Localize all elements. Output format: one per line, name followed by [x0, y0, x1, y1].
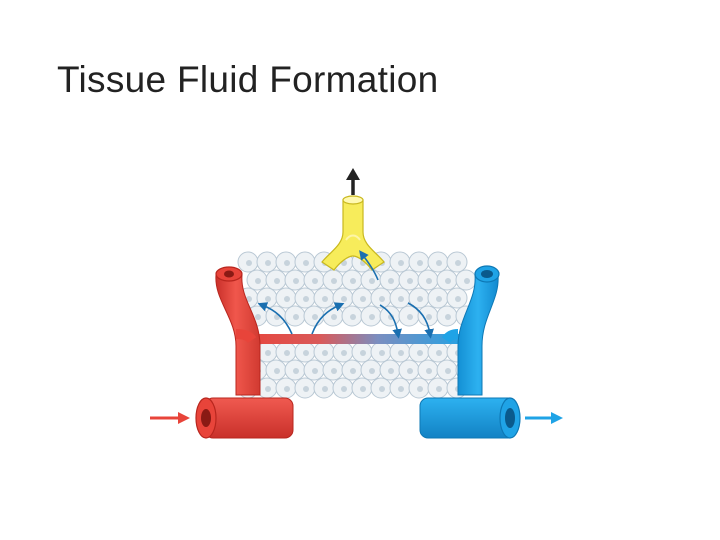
cell-nucleus — [369, 314, 375, 320]
cell-nucleus — [255, 314, 261, 320]
cell-nucleus — [426, 278, 432, 284]
fluid-out-arrow — [311, 302, 345, 335]
cell-nucleus — [407, 278, 413, 284]
cell-nucleus — [246, 260, 252, 266]
cell-nucleus — [265, 296, 271, 302]
tissue-fluid-diagram — [150, 168, 563, 439]
cell-nucleus — [379, 350, 385, 356]
cell-nucleus — [379, 386, 385, 392]
cell-nucleus — [284, 350, 290, 356]
fluid-flow-arrows — [257, 250, 434, 339]
cell-nucleus — [303, 296, 309, 302]
cell-nucleus — [398, 296, 404, 302]
venule — [419, 265, 521, 439]
cell-nucleus — [265, 386, 271, 392]
cell-nucleus — [322, 386, 328, 392]
capillary — [240, 334, 470, 344]
cell-nucleus — [246, 296, 252, 302]
cell-nucleus — [426, 368, 432, 374]
cell-nucleus — [398, 386, 404, 392]
fluid-out-arrow — [257, 302, 293, 335]
cell-nucleus — [350, 368, 356, 374]
cell-nucleus — [350, 314, 356, 320]
cell-nucleus — [360, 350, 366, 356]
cell-nucleus — [255, 278, 261, 284]
cell-nucleus — [350, 278, 356, 284]
cell-nucleus — [379, 296, 385, 302]
cell-nucleus — [369, 368, 375, 374]
cell-nucleus — [398, 350, 404, 356]
cell-nucleus — [265, 260, 271, 266]
cell-nucleus — [303, 386, 309, 392]
cell-nucleus — [388, 368, 394, 374]
cell-nucleus — [293, 278, 299, 284]
cell-nucleus — [274, 368, 280, 374]
cell-nucleus — [445, 368, 451, 374]
cell-nucleus — [341, 386, 347, 392]
cell-nucleus — [331, 314, 337, 320]
cell-nucleus — [436, 386, 442, 392]
arteriole — [195, 266, 294, 439]
cell-nucleus — [407, 314, 413, 320]
cell-nucleus — [436, 260, 442, 266]
fluid-to-lymph-arrow — [359, 250, 379, 281]
cell-nucleus — [417, 350, 423, 356]
cell-nucleus — [417, 296, 423, 302]
cell-nucleus — [312, 314, 318, 320]
cell-nucleus — [284, 386, 290, 392]
cell-nucleus — [417, 386, 423, 392]
cell-nucleus — [322, 350, 328, 356]
fluid-in-arrow — [379, 304, 402, 339]
cell-nucleus — [341, 350, 347, 356]
cell-nucleus — [360, 296, 366, 302]
cell-nucleus — [274, 278, 280, 284]
cell-nucleus — [426, 314, 432, 320]
cell-nucleus — [464, 278, 470, 284]
cell-nucleus — [284, 296, 290, 302]
arrow-right-icon — [150, 412, 190, 424]
cell-nucleus — [407, 368, 413, 374]
cell-nucleus — [445, 314, 451, 320]
cell-nucleus — [455, 260, 461, 266]
cell-nucleus — [265, 350, 271, 356]
cell-nucleus — [284, 260, 290, 266]
cell-nucleus — [312, 368, 318, 374]
fluid-in-arrow — [407, 302, 434, 339]
cell-nucleus — [417, 260, 423, 266]
tissue-cells — [237, 251, 477, 399]
cell-nucleus — [303, 350, 309, 356]
cell-nucleus — [293, 314, 299, 320]
cell-nucleus — [369, 278, 375, 284]
arrow-right-icon — [525, 412, 563, 424]
slide-title: Tissue Fluid Formation — [57, 59, 439, 100]
cell-nucleus — [436, 350, 442, 356]
arrow-up-icon — [346, 168, 360, 195]
cell-nucleus — [341, 296, 347, 302]
cell-nucleus — [322, 296, 328, 302]
cell-nucleus — [398, 260, 404, 266]
cell-nucleus — [293, 368, 299, 374]
cell-nucleus — [360, 386, 366, 392]
cell-nucleus — [455, 296, 461, 302]
cell-nucleus — [445, 278, 451, 284]
cell-nucleus — [331, 368, 337, 374]
cell-nucleus — [331, 278, 337, 284]
cell-nucleus — [388, 278, 394, 284]
cell-nucleus — [436, 296, 442, 302]
cell-nucleus — [303, 260, 309, 266]
cell-nucleus — [312, 278, 318, 284]
